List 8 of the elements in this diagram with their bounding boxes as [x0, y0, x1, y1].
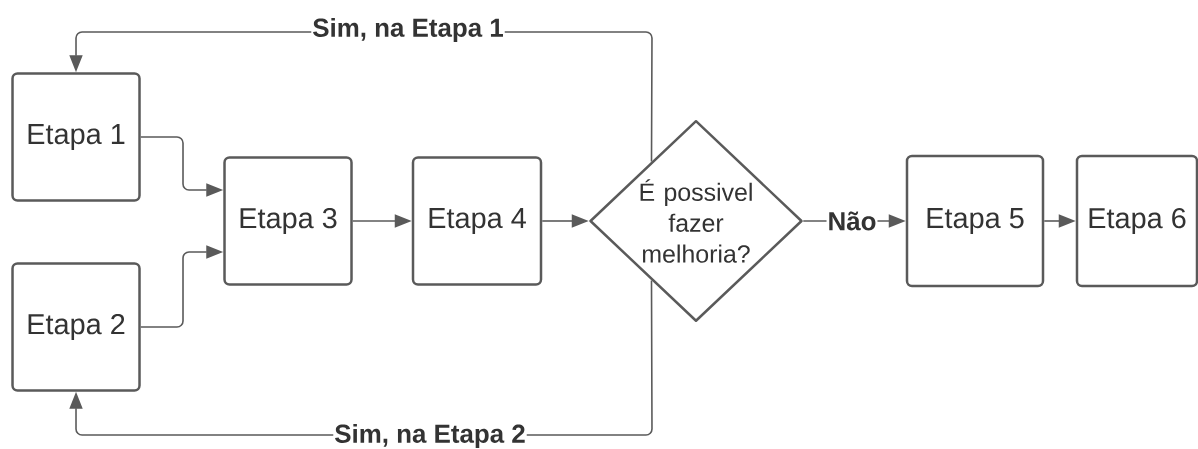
process-box: Etapa 3 — [223, 156, 353, 286]
process-box: Etapa 6 — [1075, 154, 1198, 288]
edge-label: Sim, na Etapa 1 — [311, 16, 505, 44]
process-box: Etapa 2 — [11, 262, 141, 392]
process-box: Etapa 4 — [411, 156, 543, 286]
edge-label: Sim, na Etapa 2 — [333, 422, 527, 449]
process-box: Etapa 1 — [11, 72, 141, 202]
process-box: Etapa 5 — [905, 154, 1045, 288]
